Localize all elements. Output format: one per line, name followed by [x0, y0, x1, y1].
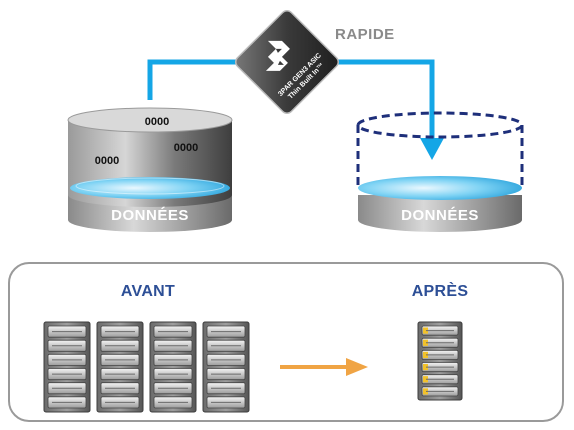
asic-chip: 3PAR GEN3 ASIC Thin Built In™ — [234, 9, 340, 115]
drive-slot — [421, 386, 459, 397]
left-data-cylinder: 0000 0000 0000 DONNÉES — [67, 107, 233, 232]
drive-slot — [153, 368, 193, 381]
drive-slot — [206, 368, 246, 381]
server-rack-2 — [96, 321, 144, 413]
water-surface — [70, 177, 230, 199]
server-rack-1 — [43, 321, 91, 413]
drive-slot — [153, 339, 193, 352]
right-data-cylinder: DONNÉES — [356, 111, 524, 232]
drive-slot — [153, 382, 193, 395]
drive-slot — [421, 349, 459, 360]
drive-slot — [206, 353, 246, 366]
drive-slot — [153, 325, 193, 338]
comparison-panel — [8, 262, 564, 422]
cylinder-code-3: 0000 — [95, 155, 119, 167]
drive-slot — [47, 339, 87, 352]
server-rack-4 — [202, 321, 250, 413]
right-cylinder-label: DONNÉES — [401, 207, 479, 224]
3par-logo-icon — [265, 40, 290, 71]
drive-slot — [47, 325, 87, 338]
drive-slot — [100, 368, 140, 381]
drive-slot — [100, 325, 140, 338]
flow-arrowhead-icon — [420, 138, 444, 160]
drive-slot — [100, 382, 140, 395]
drive-slot — [421, 325, 459, 336]
server-rack-3 — [149, 321, 197, 413]
drive-slot — [100, 339, 140, 352]
drive-slot — [100, 396, 140, 409]
before-server-racks — [43, 321, 250, 413]
before-label: AVANT — [121, 283, 175, 300]
drive-slot — [100, 353, 140, 366]
server-rack-after — [417, 321, 463, 401]
drive-slot — [47, 353, 87, 366]
drive-slot — [153, 353, 193, 366]
cylinder-code-2: 0000 — [174, 142, 198, 154]
drive-slot — [206, 396, 246, 409]
drive-slot — [47, 396, 87, 409]
left-cylinder-label: DONNÉES — [111, 207, 189, 224]
drive-slot — [206, 339, 246, 352]
drive-slot — [206, 325, 246, 338]
drive-slot — [421, 374, 459, 385]
dashed-capacity-outline — [356, 111, 524, 188]
drive-slot — [421, 362, 459, 373]
transition-arrow-icon — [280, 358, 368, 376]
water-surface — [358, 176, 522, 200]
drive-slot — [47, 382, 87, 395]
drive-slot — [421, 337, 459, 348]
after-server-rack — [417, 321, 463, 401]
drive-slot — [153, 396, 193, 409]
after-label: APRÈS — [412, 281, 469, 300]
cylinder-code-1: 0000 — [145, 116, 169, 128]
drive-slot — [47, 368, 87, 381]
speed-label: RAPIDE — [335, 26, 395, 43]
drive-slot — [206, 382, 246, 395]
